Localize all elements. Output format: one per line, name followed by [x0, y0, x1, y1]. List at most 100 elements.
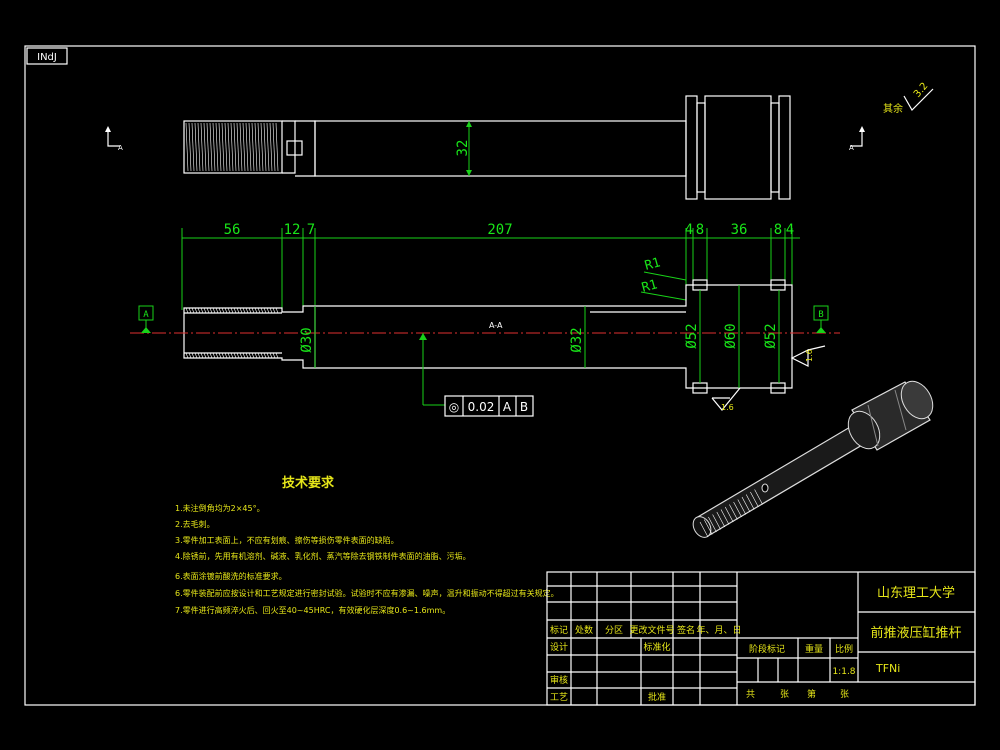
thread-line: [191, 307, 195, 314]
tb-reviewer: 审核: [550, 674, 568, 686]
section-view-rod: Ø30 Ø32 Ø52 Ø60 Ø52 A-A: [130, 279, 840, 394]
thread-line: [266, 352, 270, 359]
thread-line: [242, 352, 246, 359]
tb-label-change: 更改文件号: [629, 624, 674, 636]
thread-line: [254, 307, 258, 314]
iso-thread-line: [716, 511, 726, 528]
rest-roughness-value: 3.2: [912, 81, 931, 100]
title-block: 山东理工大学 前推液压缸推杆 TFNi 标记 处数 分区 更改文件号 签名 年、…: [546, 571, 976, 706]
thread-line: [257, 307, 261, 314]
tech-req-5: 6.表面涂镀前酸洗的标准要求。: [175, 571, 287, 581]
thread-line: [251, 352, 255, 359]
thread-line: [203, 122, 207, 172]
thread-line: [239, 307, 243, 314]
iso-thread-line: [729, 504, 738, 520]
iso-thread-line: [724, 506, 734, 523]
tb-process: 工艺: [550, 692, 568, 703]
thread-line: [245, 352, 249, 359]
tb-scale-label: 比例: [835, 643, 853, 655]
thread-line: [242, 307, 246, 314]
dim-d32: Ø32: [569, 327, 585, 352]
thread-line: [221, 307, 225, 314]
thread-line: [245, 122, 249, 172]
tech-req-3: 3.零件加工表面上，不应有划痕、擦伤等损伤零件表面的缺陷。: [175, 535, 399, 545]
tech-req-4: 4.除锈前，先用有机溶剂、碱液、乳化剂、蒸汽等除去钢铁制件表面的油脂、污垢。: [175, 551, 471, 561]
dim-56: 56: [224, 222, 241, 238]
thread-line: [194, 307, 198, 314]
thread-line: [215, 307, 219, 314]
thread-line: [230, 352, 234, 359]
thread-line: [185, 307, 189, 314]
tb-weight: 重量: [805, 643, 823, 655]
thread-line: [203, 352, 207, 359]
dim-d52b: Ø52: [763, 323, 779, 348]
thread-line: [263, 352, 267, 359]
thread-line: [248, 307, 252, 314]
frame-tag-box: [26, 47, 68, 65]
datum-b: B: [813, 305, 829, 333]
rest-roughness-symbol: 其余 3.2: [883, 81, 934, 115]
thread-line: [209, 352, 213, 359]
dim-d60: Ø60: [723, 323, 739, 348]
tb-stage-mark: 阶段标记: [749, 643, 785, 655]
datum-a-label: A: [143, 310, 149, 320]
tb-label-sign: 签名: [677, 624, 695, 636]
thread-line: [263, 122, 267, 172]
tolerance-symbol: ◎: [449, 400, 459, 414]
tb-material: TFNi: [875, 662, 900, 675]
thread-line: [263, 307, 267, 314]
thread-line: [191, 122, 195, 172]
thread-line: [200, 307, 204, 314]
thread-line: [185, 352, 189, 359]
tb-sheets-total: 共: [746, 689, 755, 700]
tolerance-ref1: A: [503, 400, 512, 414]
thread-line: [212, 122, 216, 172]
dimension-chain: 56 12 7 207 4 8 36 8 4: [181, 222, 800, 310]
thread-line: [248, 122, 252, 172]
iso-thread-line: [737, 499, 747, 515]
thread-line: [236, 307, 240, 314]
dim-7: 7: [307, 222, 315, 238]
thread-line: [212, 352, 216, 359]
tech-requirements: 技术要求 1.未注倒角均为2×45°。 2.去毛刺。 3.零件加工表面上，不应有…: [175, 475, 559, 615]
thread-line: [266, 307, 270, 314]
dim-8b: 8: [774, 222, 782, 238]
dim-d30: Ø30: [299, 327, 315, 352]
thread-line: [230, 307, 234, 314]
thread-line: [236, 122, 240, 172]
thread-line: [200, 352, 204, 359]
tb-sheets-unit1: 张: [780, 689, 789, 700]
thread-line: [197, 352, 201, 359]
thread-line: [215, 352, 219, 359]
tb-sheets-no: 第: [807, 688, 816, 700]
section-label: A-A: [489, 321, 503, 330]
thread-line: [206, 122, 210, 172]
thread-line: [275, 122, 279, 172]
dim-12: 12: [284, 222, 301, 238]
dim-207: 207: [487, 222, 512, 238]
thread-line: [197, 122, 201, 172]
thread-line: [215, 122, 219, 172]
frame-tag: INdJ: [37, 52, 57, 63]
thread-line: [248, 352, 252, 359]
thread-line: [260, 307, 264, 314]
thread-line: [251, 122, 255, 172]
tb-school: 山东理工大学: [877, 585, 955, 601]
dim-4b: 4: [786, 222, 794, 238]
tolerance-frame: ◎ 0.02 A B: [419, 333, 534, 417]
thread-line: [272, 307, 276, 314]
tb-label-zone: 分区: [605, 625, 623, 636]
thread-line: [269, 307, 273, 314]
thread-line: [242, 122, 246, 172]
iso-thread-line: [741, 496, 751, 513]
tech-req-6: 6.零件装配前应按设计和工艺规定进行密封试验。试验时不应有渗漏、噪声，温升和振动…: [175, 588, 559, 598]
thread-line: [191, 352, 195, 359]
thread-line: [194, 352, 198, 359]
thread-line: [266, 122, 270, 172]
roughness-bottom: 1.6: [711, 387, 741, 412]
roughness-bottom-value: 1.6: [721, 403, 734, 412]
thread-line: [257, 122, 261, 172]
datum-b-label: B: [818, 310, 823, 320]
tb-label-mark: 标记: [550, 624, 568, 636]
tech-req-1: 1.未注倒角均为2×45°。: [175, 503, 265, 513]
